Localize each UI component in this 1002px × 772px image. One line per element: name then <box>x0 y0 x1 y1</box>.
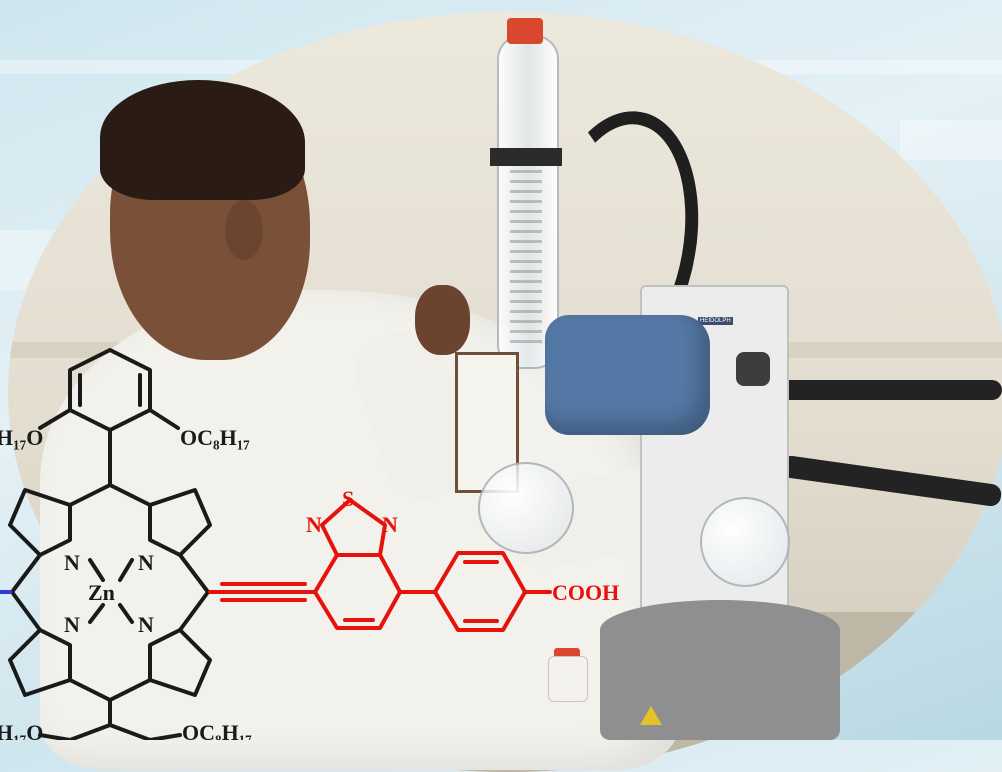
chemical-structure: Zn N N N N OC₈H₁₇ H₁₇O OC₈H₁₇ H₁₇O S N N… <box>0 348 619 740</box>
researcher-ear <box>225 200 263 260</box>
receiving-flask <box>478 462 574 554</box>
cooh-label: COOH <box>552 580 619 605</box>
brand-badge: HEIDOLPH <box>698 317 733 325</box>
pyrrole-bottom-left <box>8 628 72 697</box>
evaporating-flask <box>700 497 790 587</box>
n-label-br: N <box>138 612 154 637</box>
reagent-bottle <box>548 656 588 702</box>
h17o-label-top: H₁₇O <box>0 425 43 450</box>
n-label-btd-left: N <box>306 512 322 537</box>
n-label-tr: N <box>138 550 154 575</box>
condenser-coil <box>510 150 542 350</box>
n-label-tl: N <box>64 550 80 575</box>
wall-socket-panel <box>455 352 519 493</box>
researcher-hair <box>100 80 305 200</box>
pyrrole-top-right <box>148 488 212 557</box>
thiadiazole-ring <box>320 498 387 557</box>
coolant-hose <box>770 380 1002 400</box>
backdrop-shelf <box>900 120 1002 160</box>
zn-label: Zn <box>88 580 115 605</box>
column-clamp <box>490 148 562 166</box>
raised-hand <box>415 285 470 355</box>
speed-knob <box>736 352 770 386</box>
s-label: S <box>342 486 354 511</box>
phenyl-ring <box>433 551 527 632</box>
oc8h17-label-top: OC₈H₁₇ <box>180 425 250 450</box>
pyrrole-top-left <box>8 488 72 557</box>
warning-sign-icon <box>640 706 662 725</box>
oc8h17-label-bottom: OC₈H₁₇ <box>182 720 252 740</box>
n-label-bl: N <box>64 612 80 637</box>
column-stopper <box>507 18 543 44</box>
pyrrole-bottom-right <box>148 628 212 697</box>
h17o-label-bottom: H₁₇O <box>0 720 43 740</box>
rotation-motor <box>545 315 710 435</box>
benzothiadiazole-ring <box>313 553 402 630</box>
n-label-btd-right: N <box>382 512 398 537</box>
